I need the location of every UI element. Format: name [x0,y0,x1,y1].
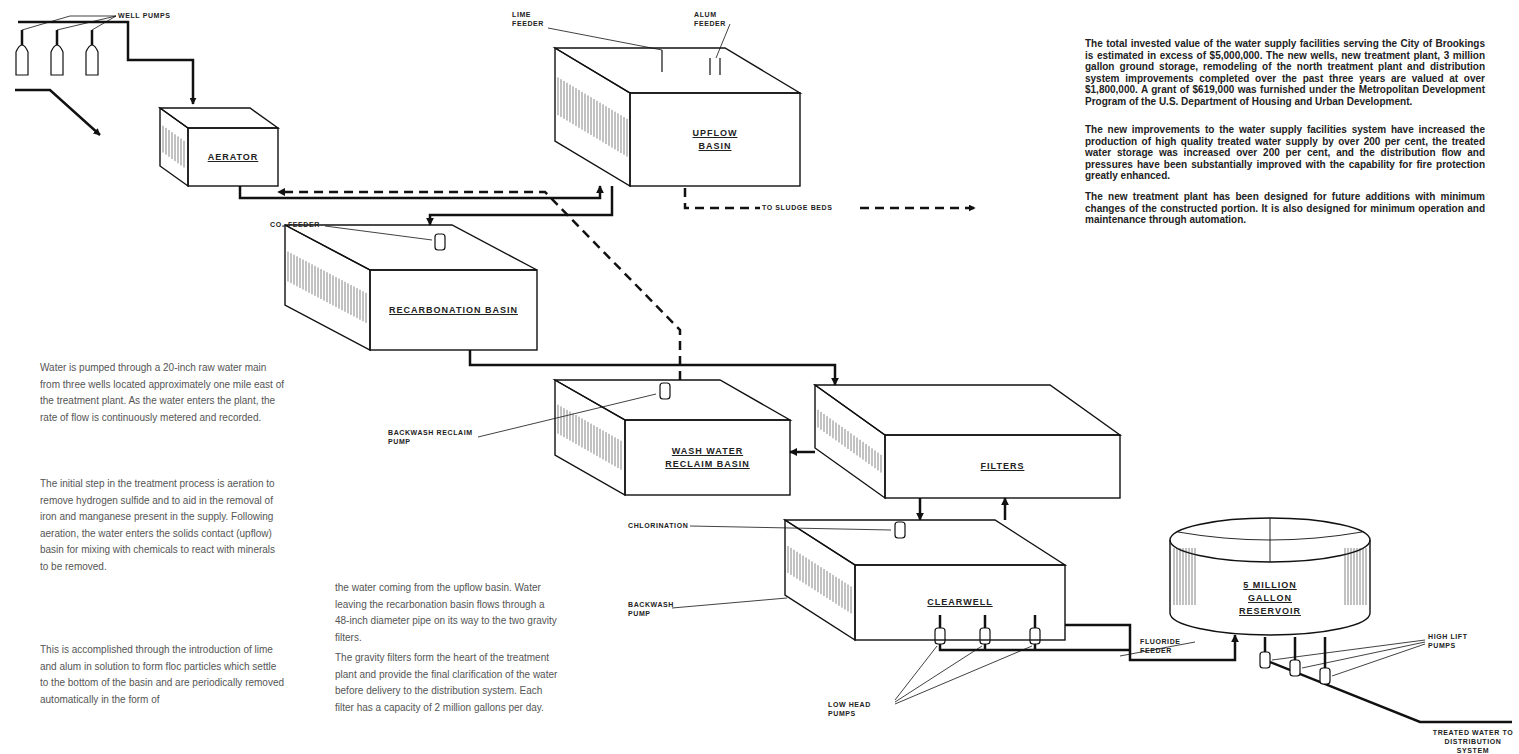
basin-label-area: 5 MILLION GALLON RESERVOIR [1170,562,1370,635]
treatment-basin: WASH WATER RECLAIM BASIN [555,380,790,495]
chemical-label: CHLORINATION [628,521,690,530]
basin-label: UPFLOW BASIN [675,127,755,153]
body-paragraph: The initial step in the treatment proces… [40,476,285,575]
basin-label: FILTERS [981,460,1025,473]
reservoir-outline [1170,518,1370,635]
pump-label: BACKWASH RECLAIM PUMP [388,428,476,446]
basin-outline [555,48,800,186]
treatment-basin: RECARBONATION BASIN [285,225,537,350]
pipe-connector [278,192,680,380]
note-paragraph: The total invested value of the water su… [1085,38,1485,107]
basin-label: CLEARWELL [927,596,992,609]
outlet-label: TO SLUDGE BEDS [760,203,854,212]
basin-outline [285,225,537,350]
basin-outline [815,385,1120,498]
pump-label: BACKWASH PUMP [628,600,673,618]
chemical-label: FLUORIDE FEEDER [1140,637,1210,655]
basin-label: 5 MILLION GALLON RESERVOIR [1220,579,1320,618]
basin-label-area: CLEARWELL [855,565,1065,640]
pipe-connector [1004,498,1007,520]
basin-label: WASH WATER RECLAIM BASIN [660,445,755,471]
basin-outline [160,108,278,186]
basin-label-area: AERATOR [188,128,278,186]
treatment-basin: FILTERS [815,385,1120,498]
basin-label-area: WASH WATER RECLAIM BASIN [625,420,790,495]
feeder-label: ALUM FEEDER [694,10,734,28]
note-paragraph: The new treatment plant has been designe… [1085,191,1485,226]
pipe-connector [919,498,922,520]
treatment-basin: UPFLOW BASIN [555,48,800,186]
pump-label: LOW HEAD PUMPS [828,700,893,718]
pipe-connector [790,451,815,454]
body-paragraph: The gravity filters form the heart of th… [335,650,560,716]
basin-outline [555,380,790,495]
basin-label: RECARBONATION BASIN [389,304,518,317]
body-paragraph: Water is pumped through a 20-inch raw wa… [40,360,285,426]
treatment-basin: CLEARWELL [785,520,1065,640]
basin-label: AERATOR [208,151,259,164]
basin-label-area: RECARBONATION BASIN [370,270,537,350]
body-paragraph: the water coming from the upflow basin. … [335,580,560,646]
pump-label: WELL PUMPS [118,11,178,20]
note-paragraph: The new improvements to the water supply… [1085,124,1485,182]
pump-label: HIGH LIFT PUMPS [1428,632,1478,650]
basin-outline [785,520,1065,640]
reservoir-tank: 5 MILLION GALLON RESERVOIR [1170,518,1370,635]
feeder-label: CO₂ FEEDER [270,220,325,229]
body-paragraph: This is accomplished through the introdu… [40,642,285,708]
basin-label-area: UPFLOW BASIN [630,93,800,186]
outlet-label: TREATED WATER TO DISTRIBUTION SYSTEM [1430,728,1516,754]
basin-label-area: FILTERS [885,435,1120,498]
feeder-label: LIME FEEDER [512,10,552,28]
treatment-basin: AERATOR [160,108,278,186]
